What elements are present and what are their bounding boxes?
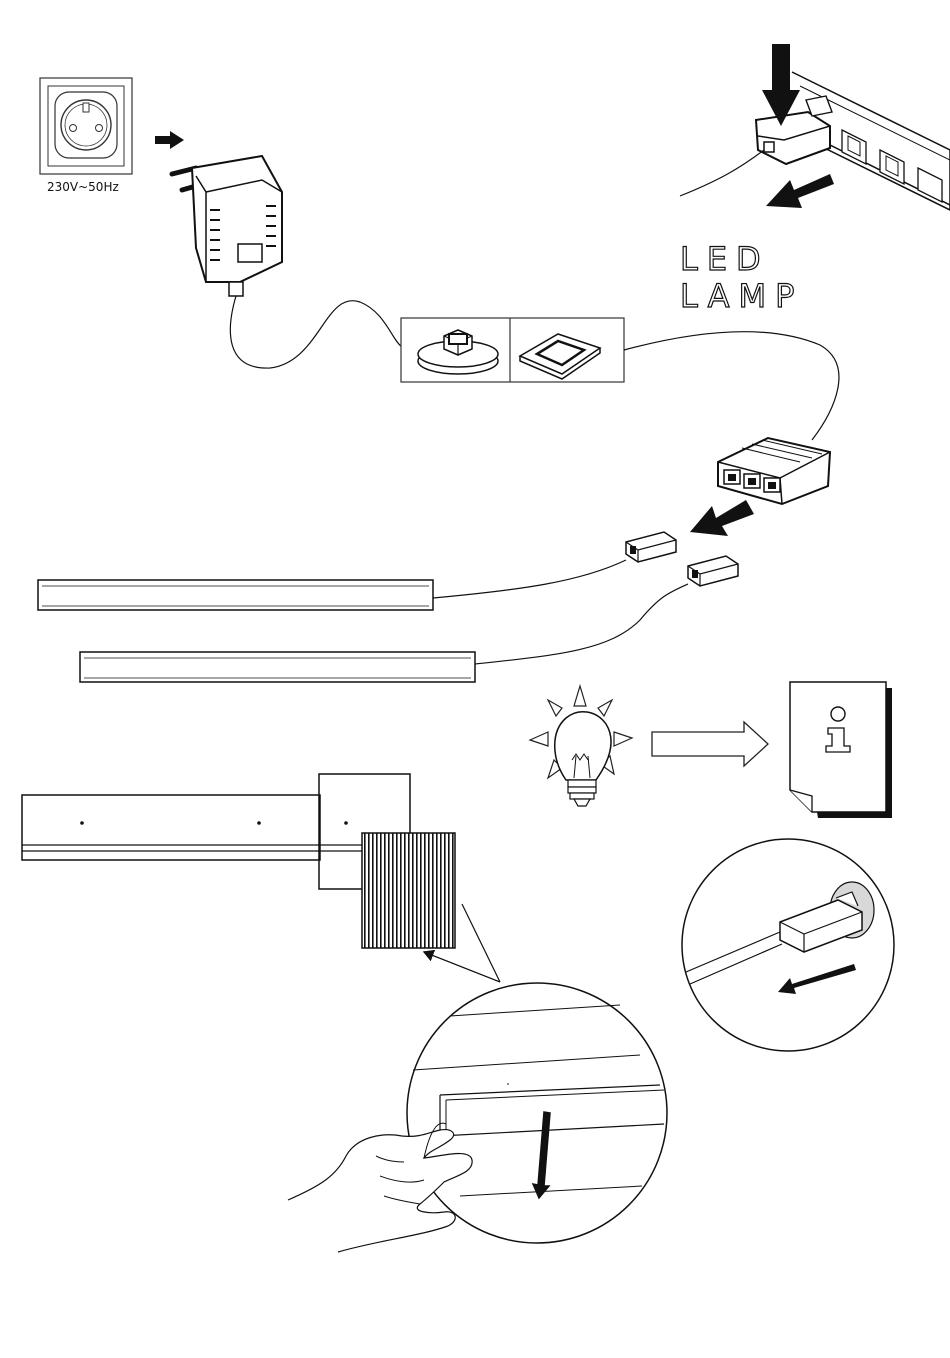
led-bar-upper: [38, 580, 433, 610]
lamp-label-line1: LED: [680, 240, 770, 278]
insert-plug-arrow-icon: [690, 500, 754, 536]
wall-socket-icon: [40, 78, 132, 174]
light-bulb-icon: [530, 686, 632, 806]
led-cable-upper: [433, 560, 626, 598]
voltage-label: 230V~50Hz: [47, 180, 119, 194]
shelf-profile: [22, 774, 410, 889]
see-manual-arrow-icon: [652, 722, 768, 766]
switch-cable: [624, 332, 839, 440]
led-bar-lower: [80, 652, 475, 682]
distribution-box-icon: [718, 438, 830, 504]
led-light-section: [362, 833, 455, 948]
info-sheet-icon: [790, 682, 892, 818]
adapter-cable: [230, 296, 402, 368]
pull-out-arrow-icon: [766, 174, 834, 208]
led-cable-lower: [475, 584, 688, 664]
detail-circle-cover: [407, 983, 667, 1243]
power-adapter-icon: [172, 156, 282, 296]
plug-in-arrow-icon: [155, 131, 184, 149]
detail-circle-plug: [682, 839, 894, 1051]
lamp-plug-1: [626, 532, 676, 562]
lamp-plug-2: [688, 556, 738, 586]
lamp-label-line2: LAMP: [680, 277, 803, 315]
